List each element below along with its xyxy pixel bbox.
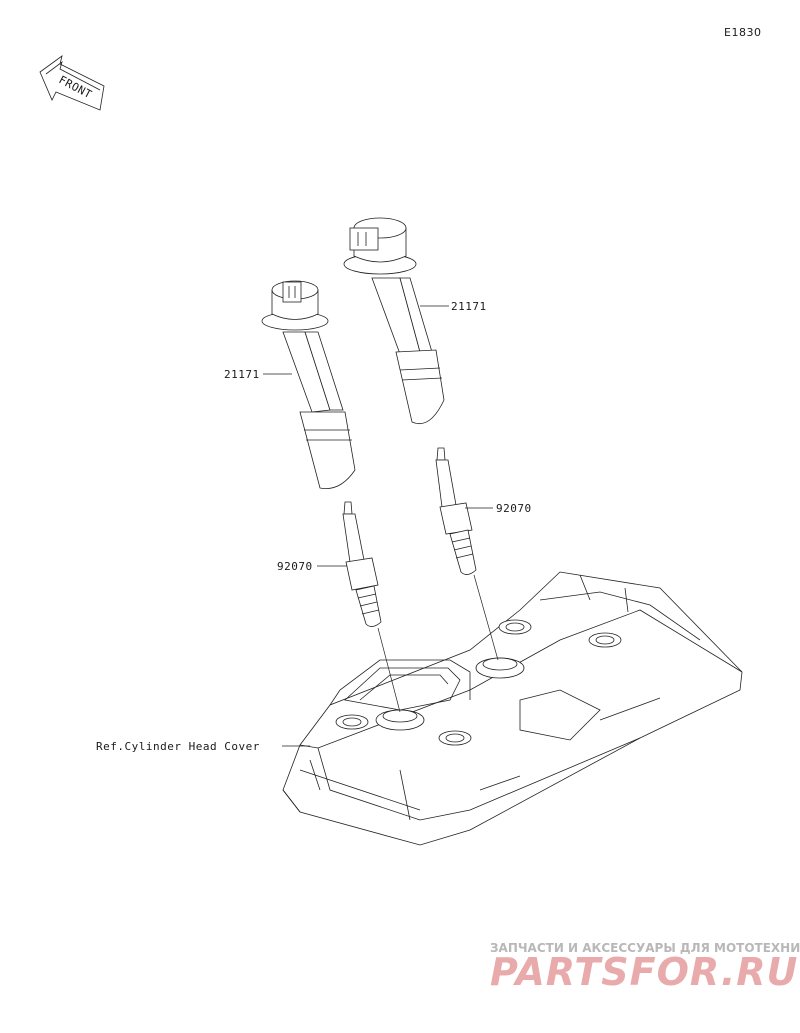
watermark-tagline: ЗАПЧАСТИ И АКСЕССУАРЫ ДЛЯ МОТОТЕХНИКИ xyxy=(490,941,800,955)
callout-plug-right: 92070 xyxy=(465,502,532,515)
watermark: ЗАПЧАСТИ И АКСЕССУАРЫ ДЛЯ МОТОТЕХНИКИ PA… xyxy=(490,941,800,994)
callout-coil-left: 21171 xyxy=(224,368,292,381)
part-number-label: 92070 xyxy=(277,560,313,573)
callout-coil-right: 21171 xyxy=(420,300,487,313)
assembly-guide-lines xyxy=(377,574,499,713)
spark-plug-right xyxy=(435,447,477,575)
diagram-code: E1830 xyxy=(724,26,761,39)
part-number-label: 92070 xyxy=(496,502,532,515)
reference-label: Ref.Cylinder Head Cover xyxy=(96,740,260,753)
part-number-label: 21171 xyxy=(451,300,487,313)
ignition-coil-right xyxy=(343,217,445,425)
cylinder-head-cover xyxy=(282,571,743,846)
spark-plug-left xyxy=(342,501,382,627)
ignition-coil-left xyxy=(261,280,356,489)
callout-plug-left: 92070 xyxy=(277,560,347,573)
part-number-label: 21171 xyxy=(224,368,260,381)
front-arrow-icon: FRONT xyxy=(39,55,105,111)
callout-cylinder-head-cover: Ref.Cylinder Head Cover xyxy=(96,740,310,753)
watermark-brand: PARTSFOR.RU xyxy=(490,950,798,994)
